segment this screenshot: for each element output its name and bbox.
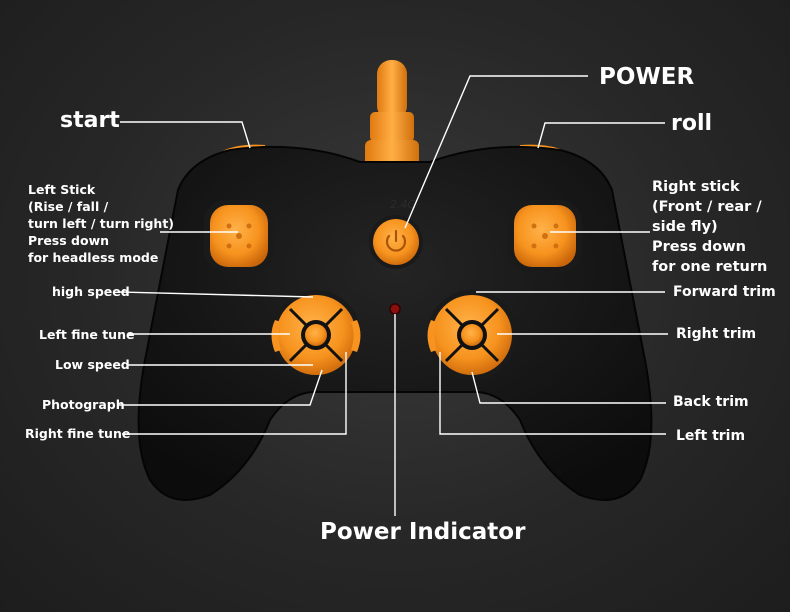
right-stick-label: Right stick (Front / rear / side fly) Pr… [652,177,767,277]
left-trim-label: Left trim [676,428,746,444]
power-button[interactable] [369,215,423,269]
left-stick-label-line: turn left / turn right) [28,216,175,231]
right-fine-tune-side-button[interactable] [351,320,361,352]
forward-trim-label: Forward trim [673,284,776,300]
brand-emboss: 2.4G [390,198,416,211]
leader-lines [118,75,668,516]
right-stick[interactable] [508,200,582,272]
back-trim-label: Back trim [673,394,749,410]
power-label: POWER [599,64,695,90]
right-fine-tune-label: Right fine tune [25,426,131,441]
right-trim-label: Right trim [676,326,757,342]
high-speed-label: high speed [52,284,130,299]
left-stick-label: Left Stick (Rise / fall / turn left / tu… [28,181,174,266]
left-fine-tune-label: Left fine tune [39,327,135,342]
right-stick-label-line: Press down [652,239,746,255]
right-dpad[interactable] [427,290,517,380]
low-speed-label: Low speed [55,357,130,372]
left-stick-label-line: Left Stick [28,182,96,197]
left-stick-label-line: for headless mode [28,250,159,265]
photograph-label: Photograph [42,397,125,412]
left-stick-label-line: Press down [28,233,110,248]
right-stick-label-line: for one return [652,259,768,275]
left-stick[interactable] [204,200,274,272]
right-stick-label-line: Right stick [652,179,740,195]
right-stick-label-line: (Front / rear / [652,199,762,215]
right-stick-label-line: side fly) [652,219,718,235]
photograph-side-button[interactable] [271,320,282,352]
power-indicator-label: Power Indicator [320,519,526,545]
start-label: start [60,108,120,133]
left-stick-label-line: (Rise / fall / [28,199,109,214]
left-trim-side-button[interactable] [427,320,438,352]
power-indicator-led [389,303,401,315]
antenna [365,60,419,172]
left-dpad[interactable] [271,290,361,380]
roll-label: roll [671,111,713,136]
